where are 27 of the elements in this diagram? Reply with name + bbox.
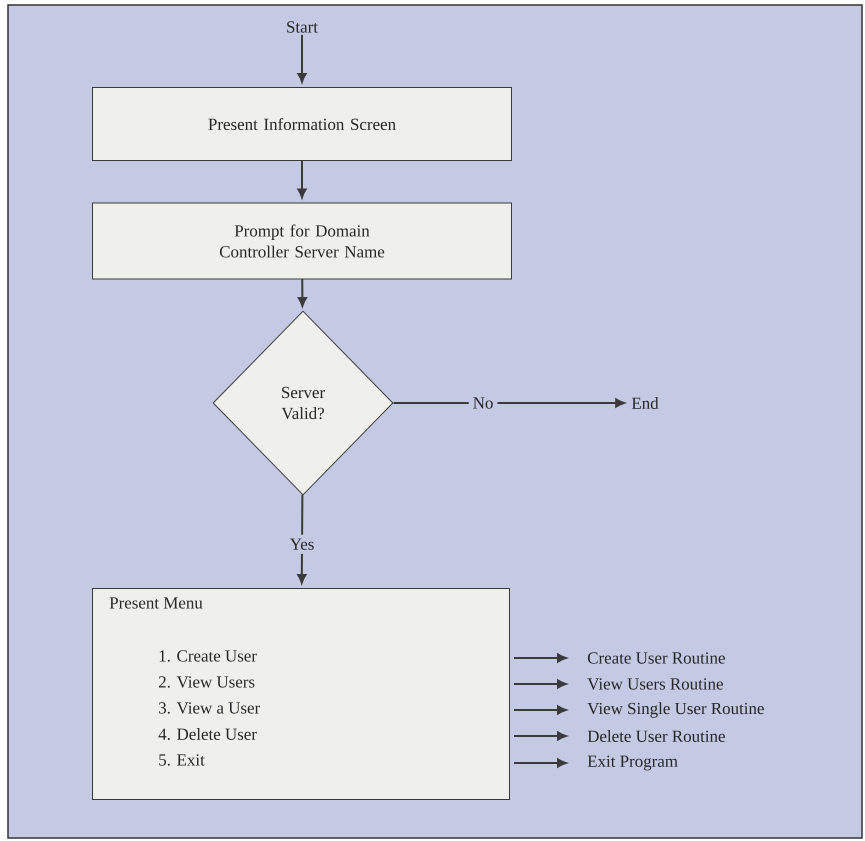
menu-heading: Present Menu	[110, 597, 203, 609]
arrow	[297, 161, 307, 198]
arrow	[514, 679, 567, 689]
arrow	[514, 731, 567, 741]
edge-label: No	[468, 393, 498, 413]
routine-text: View Single User Routine	[587, 702, 764, 718]
arrow	[298, 280, 307, 307]
flow-text: Start	[287, 21, 318, 33]
routine-text: Delete User Routine	[588, 730, 725, 742]
routine-text: View Users Routine	[587, 678, 723, 690]
arrow	[297, 494, 306, 584]
menu-item: 3. View a User	[159, 702, 260, 714]
flow-text: End	[632, 397, 658, 409]
routine-text: Exit Program	[588, 756, 678, 770]
arrow	[297, 34, 307, 83]
process-box: Present Information Screen	[92, 87, 512, 161]
menu-item: 2. View Users	[158, 676, 254, 688]
menu-item: 5. Exit	[159, 754, 205, 766]
process-box: Prompt for Domain Controller Server Name	[92, 202, 512, 280]
arrow	[514, 653, 567, 663]
arrow	[514, 758, 567, 768]
arrow	[514, 705, 567, 715]
edge-label: Yes	[286, 534, 318, 554]
menu-item: 1. Create User	[160, 650, 257, 662]
menu-item: 4. Delete User	[158, 728, 257, 740]
arrow	[394, 398, 625, 408]
routine-text: Create User Routine	[588, 652, 725, 664]
